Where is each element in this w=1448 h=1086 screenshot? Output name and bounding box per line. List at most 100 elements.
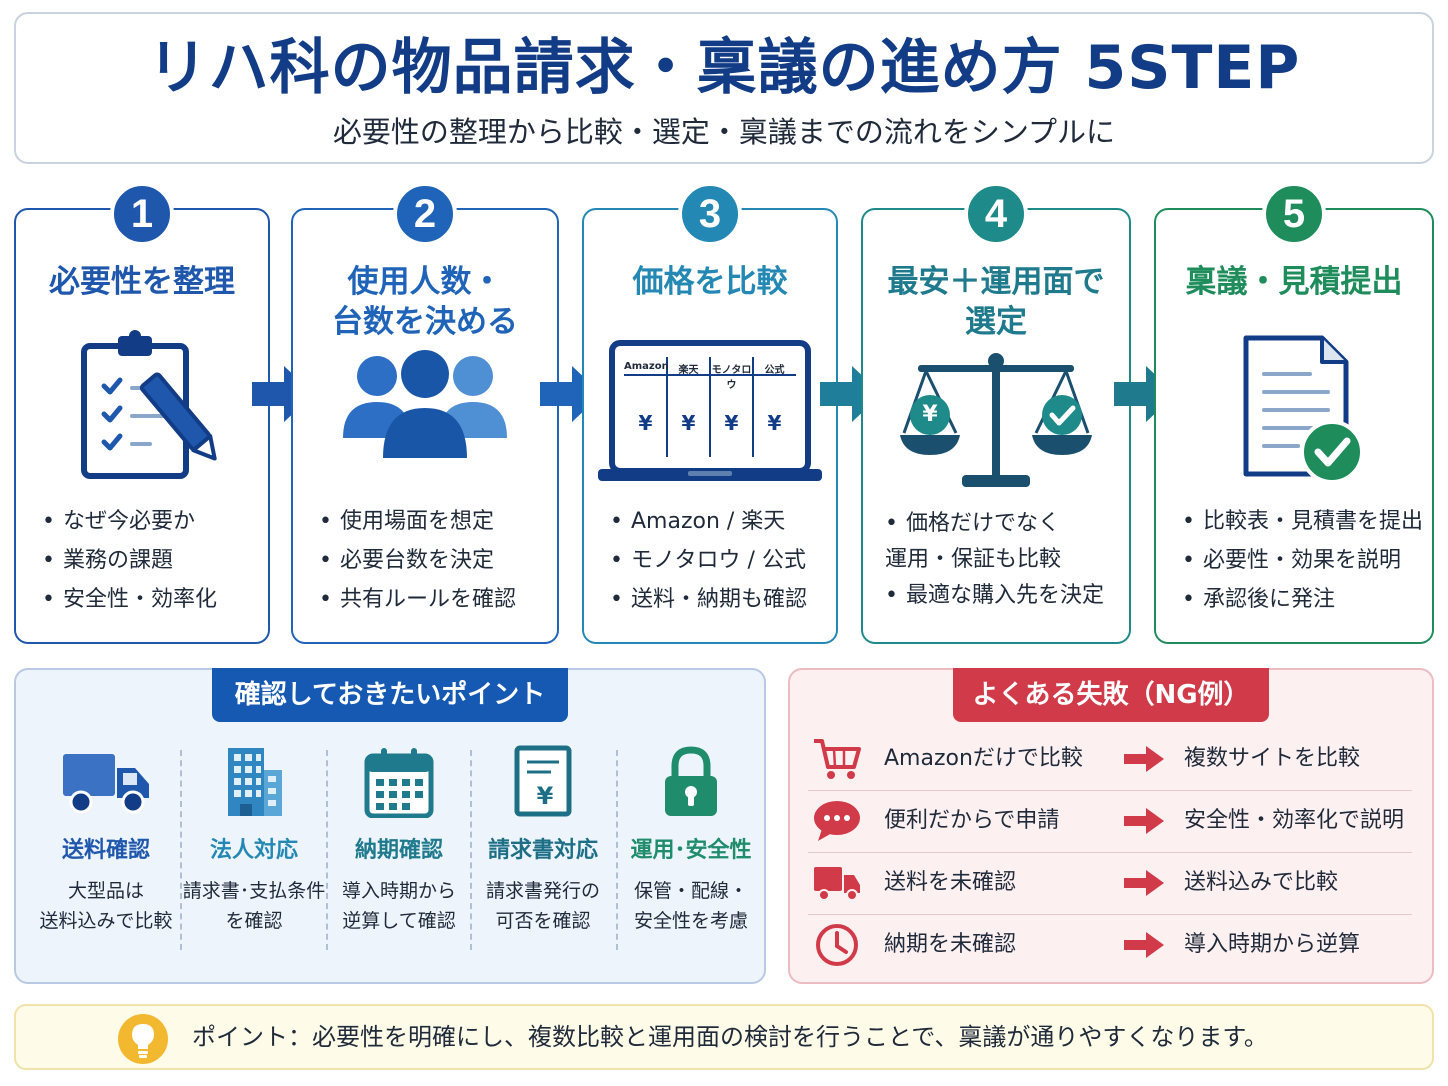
arrow-right-icon [1124,932,1164,958]
row-divider [808,914,1412,915]
screen-column-label: 楽天 [678,365,699,376]
step-card-1: 1 必要性を整理 なぜ今必要か 業務の課題 安全性・効率化 [14,182,270,644]
step-card-4: 4 最安＋運用面で 選定 ¥ [861,182,1131,644]
bullet-item: なぜ今必要か [42,502,262,541]
ng-good-text: 複数サイトを比較 [1184,746,1361,771]
footer-tip: ポイント：必要性を明確にし、複数比較と運用面の検討を行うことで、稟議が通りやすく… [14,1004,1434,1070]
office-building-icon [182,744,326,818]
step-bullets: 比較表・見積書を提出 必要性・効果を説明 承認後に発注 [1182,502,1426,619]
point-title: 運用･安全性 [630,838,752,863]
invoice-yen-icon: ¥ [472,744,614,818]
shopping-cart-icon [812,734,862,784]
point-title: 法人対応 [209,838,298,863]
speech-bubble-icon [812,796,862,846]
panel-label: 確認しておきたいポイント [212,668,568,722]
laptop-price-table-icon: Amazon 楽天 モノタロウ 公式 ¥ ¥ ¥ ¥ [584,332,836,492]
bullet-item: Amazon / 楽天 [610,502,830,541]
bullet-item: 必要台数を決定 [319,541,551,580]
arrow-right-icon [1124,746,1164,772]
yen-symbol: ¥ [638,411,653,435]
point-desc: 導入時期から 逆算して確認 [341,880,456,932]
truck-icon [24,744,188,818]
row-divider [808,852,1412,853]
people-group-icon [293,328,557,488]
ng-row: 便利だからで申請 安全性・効率化で説明 [808,790,1412,852]
step-card-5: 5 稟議・見積提出 比較表・見積書を提出 必要性・効果を説明 承認後に発注 [1154,182,1434,644]
point-item-safety: 運用･安全性 保管・配線・ 安全性を考慮 [618,744,764,936]
bullet-item: 最適な購入先を決定 [885,578,1123,614]
bullet-item: 比較表・見積書を提出 [1182,502,1426,541]
step-title: 使用人数・ 台数を決める [332,264,518,340]
step-card-2: 2 使用人数・ 台数を決める 使用場面を想定 必要台数を決定 共有ルールを確認 [291,182,559,644]
check-points-panel: 確認しておきたいポイント 送料確認 大型品は 送料込みで比較 [14,668,766,984]
ng-bad-text: 納期を未確認 [884,932,1017,957]
point-title: 送料確認 [61,838,150,863]
point-item-shipping: 送料確認 大型品は 送料込みで比較 [24,744,188,936]
step-bullets: なぜ今必要か 業務の課題 安全性・効率化 [42,502,262,619]
step-card-3: 3 価格を比較 Amazon 楽天 モノタロウ 公式 ¥ ¥ ¥ [582,182,838,644]
document-check-icon [1156,328,1432,488]
point-desc: 請求書･支払条件 を確認 [182,880,326,932]
yen-symbol: ¥ [724,411,739,435]
bullet-item: モノタロウ / 公式 [610,541,830,580]
ng-bad-text: Amazonだけで比較 [884,746,1083,771]
step-number-badge: 1 [110,182,174,246]
step-number-badge: 5 [1262,182,1326,246]
bullet-item: 価格だけでなく 運用・保証も比較 [885,506,1123,578]
point-desc: 大型品は 送料込みで比較 [39,880,173,932]
step-bullets: 価格だけでなく 運用・保証も比較 最適な購入先を決定 [885,506,1123,614]
ng-good-text: 導入時期から逆算 [1184,932,1361,957]
truck-icon [812,858,862,908]
divider [470,750,472,950]
ng-bad-text: 送料を未確認 [884,870,1017,895]
ng-row: Amazonだけで比較 複数サイトを比較 [808,728,1412,790]
screen-column-label: 公式 [764,365,785,376]
bullet-item: 送料・納期も確認 [610,580,830,619]
yen-symbol: ¥ [767,411,782,435]
bullet-item: 共有ルールを確認 [319,580,551,619]
padlock-icon [618,744,764,818]
panel-label: よくある失敗（NG例） [953,668,1269,722]
ng-bad-text: 便利だからで申請 [884,808,1060,833]
ng-row: 納期を未確認 導入時期から逆算 [808,914,1412,976]
divider [616,750,618,950]
yen-symbol: ¥ [681,411,696,435]
page-subtitle: 必要性の整理から比較・選定・稟議までの流れをシンプルに [332,115,1116,149]
bullet-item: 必要性・効果を説明 [1182,541,1426,580]
step-bullets: Amazon / 楽天 モノタロウ / 公式 送料・納期も確認 [610,502,830,619]
step-title: 稟議・見積提出 [1185,264,1403,300]
row-divider [808,790,1412,791]
scale-yen-symbol: ¥ [922,402,938,427]
step-number-badge: 4 [964,182,1028,246]
ng-good-text: 送料込みで比較 [1184,870,1339,895]
divider [326,750,328,950]
page-title: リハ科の物品請求・稟議の進め方 5STEP [147,33,1301,103]
calendar-icon [328,744,470,818]
header: リハ科の物品請求・稟議の進め方 5STEP 必要性の整理から比較・選定・稟議まで… [14,12,1434,164]
step-title: 最安＋運用面で 選定 [887,264,1105,340]
divider [180,750,182,950]
footer-text: ポイント：必要性を明確にし、複数比較と運用面の検討を行うことで、稟議が通りやすく… [192,1023,1268,1051]
point-desc: 請求書発行の 可否を確認 [485,880,600,932]
bullet-item: 使用場面を想定 [319,502,551,541]
clipboard-checklist-pencil-icon [16,328,268,488]
step-title: 価格を比較 [632,264,788,300]
arrow-right-icon [1124,808,1164,834]
lightbulb-icon [116,1012,170,1070]
screen-column-label: Amazon [624,361,669,372]
ng-row: 送料を未確認 送料込みで比較 [808,852,1412,914]
ng-good-text: 安全性・効率化で説明 [1184,808,1405,833]
point-title: 納期確認 [354,838,443,863]
arrow-right-icon [1124,870,1164,896]
point-item-invoice: ¥ 請求書対応 請求書発行の 可否を確認 [472,744,614,936]
ng-examples-panel: よくある失敗（NG例） Amazonだけで比較 複数サイトを比較 便利だからで申… [788,668,1434,984]
step-title: 必要性を整理 [49,264,235,300]
step-number-badge: 2 [393,182,457,246]
clock-icon [812,920,862,970]
point-item-corporate: 法人対応 請求書･支払条件 を確認 [182,744,326,936]
bullet-item: 業務の課題 [42,541,262,580]
bullet-item: 安全性・効率化 [42,580,262,619]
step-number-badge: 3 [678,182,742,246]
svg-text:¥: ¥ [537,782,554,810]
bullet-item: 承認後に発注 [1182,580,1426,619]
